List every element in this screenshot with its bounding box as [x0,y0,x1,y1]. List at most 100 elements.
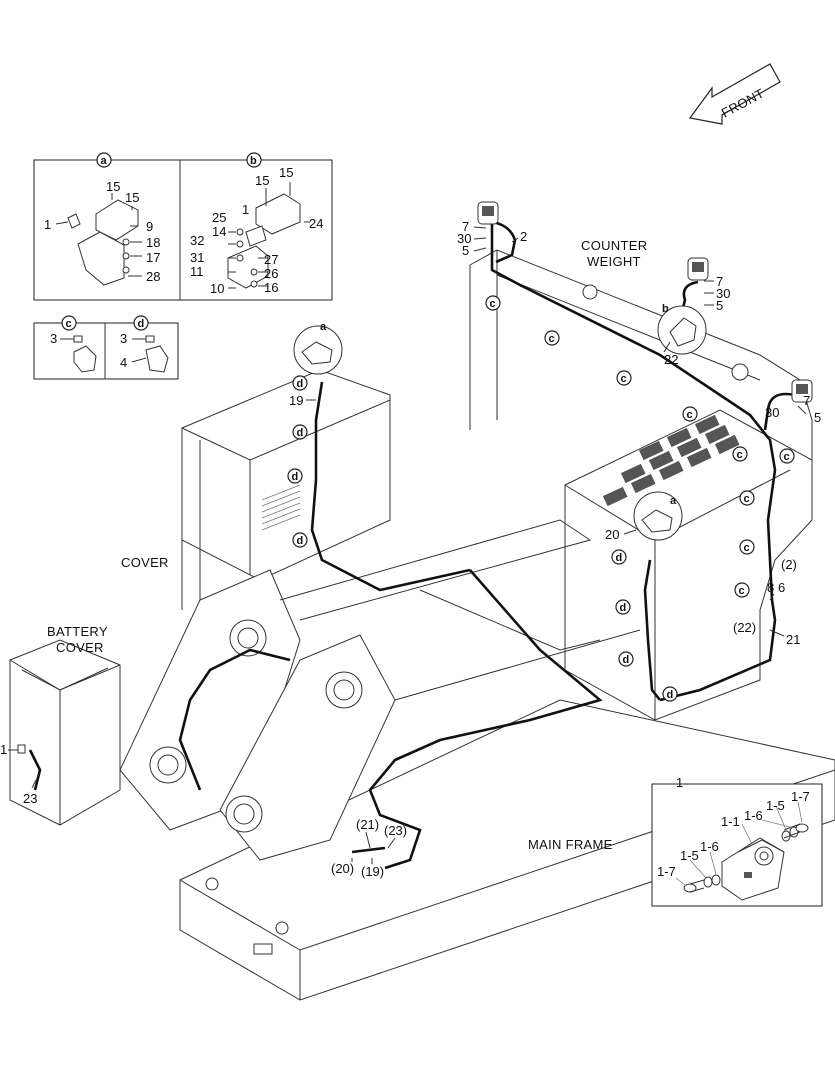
detail-b-callout-1: 1 [242,202,249,217]
detail-1-title: 1 [676,775,683,790]
detail-b-callout-15a: 15 [255,173,269,188]
clamp-c-3: c [616,370,632,386]
detail-1-callout-1-5-left: 1-5 [680,848,699,863]
counter-weight-label-1: COUNTER [581,238,647,253]
callout-19: 19 [289,393,303,408]
callout-23-paren: (23) [384,823,407,838]
detail-1-panel: 1 1-1 1-5 1-6 1-7 1-5 1-6 1-7 [651,775,823,907]
svg-text:d: d [297,427,304,439]
detail-a-callout-9: 9 [146,219,153,234]
detail-b-callout-32: 32 [190,233,204,248]
lamp-right: 7 30 5 [765,379,821,425]
detail-1-callout-1-1: 1-1 [721,814,740,829]
detail-d-letter: d [138,318,145,330]
svg-text:c: c [784,451,790,463]
harness-callouts: 22 19 20 (2) 8 6 (22) 21 1 23 [0,341,800,806]
zoom-b-letter: b [662,303,669,315]
cover-label: COVER [121,555,169,570]
callout-20: 20 [605,527,619,542]
wiring-harness [28,220,796,870]
main-frame-label: MAIN FRAME [528,837,613,852]
detail-b-callout-16: 16 [264,280,278,295]
detail-a-callout-17: 17 [146,250,160,265]
detail-panel-cd: c 3 d 3 4 [33,315,179,380]
clamp-c-2: c [544,330,560,346]
svg-text:c: c [739,585,745,597]
svg-text:d: d [292,471,299,483]
detail-c-callout-3: 3 [50,331,57,346]
clamp-markers-d: d d d d d d d d [287,375,678,702]
detail-b: b 15 15 1 25 14 32 24 [190,152,323,296]
svg-text:c: c [744,493,750,505]
detail-b-callout-25: 25 [212,210,226,225]
detail-1-callout-1-5-right: 1-5 [766,798,785,813]
detail-c-letter: c [66,318,72,330]
detail-a-callout-28: 28 [146,269,160,284]
detail-a-letter: a [101,155,108,167]
detail-d-callout-3: 3 [120,331,127,346]
svg-text:c: c [621,373,627,385]
callout-22: 22 [664,352,678,367]
detail-b-callout-11: 11 [190,264,204,279]
detail-b-callout-14: 14 [212,224,226,239]
callout-20-paren: (20) [331,861,354,876]
callout-1: 1 [0,742,7,757]
callout-23: 23 [23,791,37,806]
lamp-left-callout-7: 7 [462,219,469,234]
lamp-left-callout-2: 2 [520,229,527,244]
svg-text:c: c [687,409,693,421]
clamp-markers-c: c c c c c c c c c [485,295,795,598]
lamp-middle: 7 30 5 [687,257,730,313]
zoom-a-lower-letter: a [670,495,677,507]
detail-1-callout-1-6-left: 1-6 [700,839,719,854]
detail-1-callout-1-6-right: 1-6 [744,808,763,823]
detail-d: d 3 4 [120,315,169,373]
lamp-left-callout-5: 5 [462,243,469,258]
detail-a: a 15 15 1 9 18 17 28 [44,152,160,286]
zoom-a-upper: a [293,321,343,375]
grille [602,414,740,507]
detail-b-callout-26: 26 [264,266,278,281]
detail-b-callout-27: 27 [264,252,278,267]
svg-text:c: c [737,449,743,461]
lamp-mid-callout-5: 5 [716,298,723,313]
detail-a-callout-15b: 15 [125,190,139,205]
detail-a-callout-15a: 15 [106,179,120,194]
machine-frame [9,249,835,1001]
svg-text:d: d [616,552,623,564]
clamp-c-9: c [734,582,750,598]
clamp-d-8: d [662,686,678,702]
detail-b-callout-24: 24 [309,216,323,231]
svg-text:d: d [620,602,627,614]
left-grille [261,484,301,531]
clamp-c-4: c [682,406,698,422]
callout-8: 8 [767,580,774,595]
lamp-mid-callout-7: 7 [716,274,723,289]
svg-text:d: d [667,689,674,701]
svg-text:d: d [297,378,304,390]
detail-panel-ab: a 15 15 1 9 18 17 28 b [33,152,333,301]
detail-b-callout-31: 31 [190,250,204,265]
detail-b-letter: b [250,155,257,167]
clamp-d-3: d [287,468,303,484]
callout-21: 21 [786,632,800,647]
area-labels: COUNTER WEIGHT COVER BATTERY COVER MAIN … [47,238,647,852]
battery-cover-label-1: BATTERY [47,624,108,639]
detail-a-callout-18: 18 [146,235,160,250]
svg-text:d: d [297,535,304,547]
svg-text:c: c [549,333,555,345]
clamp-c-1: c [485,295,501,311]
zoom-b: b [657,303,707,355]
lower-terminal-callouts: (21) (23) (20) (19) [331,817,407,879]
clamp-d-5: d [611,549,627,565]
battery-cover-label-2: COVER [56,640,104,655]
callout-22-paren: (22) [733,620,756,635]
callout-21-paren: (21) [356,817,379,832]
detail-b-callout-15b: 15 [279,165,293,180]
lamp-right-callout-7: 7 [803,393,810,408]
lamp-left: 7 30 5 2 [457,201,527,258]
detail-d-callout-4: 4 [120,355,127,370]
detail-1-callout-1-7-left: 1-7 [657,864,676,879]
clamp-c-6: c [779,448,795,464]
zoom-a-upper-letter: a [320,321,327,333]
